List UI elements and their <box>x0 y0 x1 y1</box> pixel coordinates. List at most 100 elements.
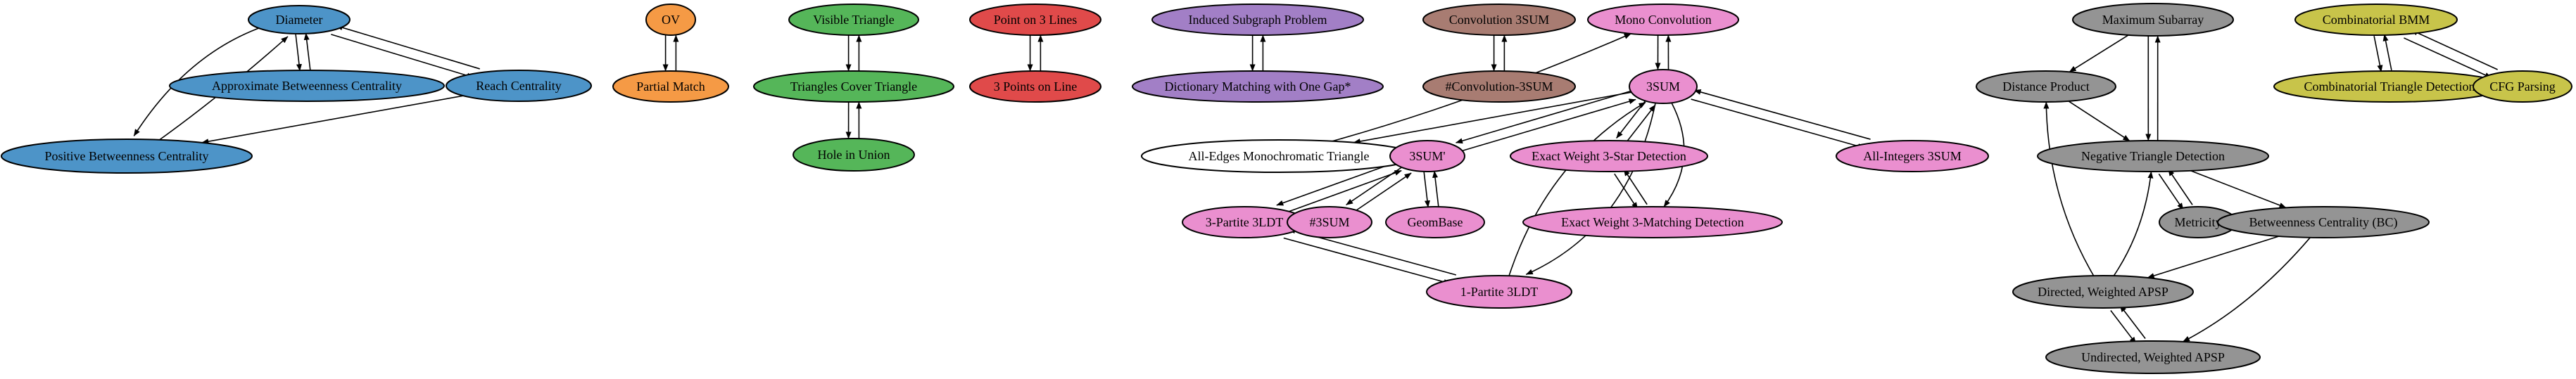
node-aemt: All-Edges Monochromatic Triangle <box>1141 139 1417 173</box>
node-label: Triangles Cover Triangle <box>790 79 917 94</box>
node-ai3: All-Integers 3SUM <box>1836 140 1989 172</box>
node-ew3s: Exact Weight 3-Star Detection <box>1510 140 1708 172</box>
node-ellipse <box>1836 140 1989 172</box>
node-ellipse <box>2037 140 2269 172</box>
node-abc: Approximate Betweenness Centrality <box>169 70 445 102</box>
node-ellipse <box>969 70 1101 103</box>
edge-s3-to-aemt <box>1353 91 1632 144</box>
node-mono: Mono Convolution <box>1587 4 1739 36</box>
node-label: Betweenness Centrality (BC) <box>2249 215 2398 230</box>
edge-arrow <box>2113 171 2154 276</box>
node-label: GeomBase <box>1408 215 1463 229</box>
node-h3s: #3SUM <box>1287 206 1372 238</box>
edge-arrow <box>1623 169 1648 205</box>
node-visible: Visible Triangle <box>788 4 919 36</box>
node-ellipse <box>1422 4 1576 36</box>
node-p3ol: 3 Points on Line <box>969 70 1101 103</box>
node-ellipse <box>753 70 954 103</box>
edge-arrow <box>303 32 311 70</box>
edge-arrow <box>295 34 302 72</box>
edge-abc-to-diameter <box>303 32 311 70</box>
node-p3ldt: 3-Partite 3LDT <box>1182 206 1307 238</box>
edge-uwa-to-dwa <box>2119 304 2146 339</box>
node-diameter: Diameter <box>248 5 351 34</box>
node-ellipse <box>1587 4 1739 36</box>
edge-diameter-to-abc <box>295 34 302 72</box>
edge-s3p-to-h3s <box>1346 165 1405 206</box>
node-dwa: Directed, Weighted APSP <box>2012 275 2194 309</box>
edge-arrow <box>1276 161 1398 206</box>
node-ellipse <box>645 4 696 36</box>
node-ellipse <box>1422 70 1576 103</box>
edge-arrow <box>2404 37 2492 79</box>
node-ellipse <box>1 139 253 174</box>
node-ellipse <box>2072 3 2234 37</box>
node-ellipse <box>1389 140 1465 172</box>
node-label: Induced Subgraph Problem <box>1189 13 1327 27</box>
node-label: #Convolution-3SUM <box>1445 79 1553 94</box>
edge-ew3s-to-ew3m <box>1614 173 1639 210</box>
edge-maxsub-to-dp <box>2069 34 2129 72</box>
edge-arrow <box>1459 98 1636 153</box>
edge-arrow <box>2190 170 2287 209</box>
edge-geom-to-s3p <box>1432 170 1439 207</box>
node-ellipse <box>788 4 919 36</box>
node-label: Point on 3 Lines <box>994 13 1078 27</box>
node-ellipse <box>1426 275 1572 309</box>
node-label: All-Integers 3SUM <box>1863 149 1961 163</box>
node-p3l: Point on 3 Lines <box>969 4 1101 36</box>
node-ellipse <box>1976 70 2116 103</box>
node-label: 3 Points on Line <box>994 79 1078 94</box>
node-label: 3SUM <box>1646 79 1680 94</box>
edge-bc-to-uwa <box>2183 237 2311 342</box>
edge-cbmm-to-cfg <box>2404 37 2492 79</box>
edge-arrow <box>2411 29 2498 70</box>
node-label: Combinatorial Triangle Detection <box>2304 79 2475 94</box>
edge-arrow <box>2158 173 2184 210</box>
edge-arrow <box>1282 169 1402 214</box>
edge-s3p-to-s3 <box>1459 98 1636 153</box>
node-label: Visible Triangle <box>813 13 894 27</box>
node-hole: Hole in Union <box>793 138 915 172</box>
node-ellipse <box>612 70 729 103</box>
node-label: Positive Betweenness Centrality <box>45 149 209 163</box>
node-label: Mono Convolution <box>1615 13 1712 27</box>
edge-arrow <box>2110 309 2137 345</box>
node-ellipse <box>1522 206 1783 238</box>
edge-ew3s-to-s3 <box>1624 104 1656 144</box>
node-label: Combinatorial BMM <box>2323 13 2430 27</box>
edge-arrow <box>331 34 474 79</box>
node-p1: 1-Partite 3LDT <box>1426 275 1572 309</box>
edge-s3p-to-geom <box>1423 172 1430 208</box>
node-pbc: Positive Betweenness Centrality <box>1 139 253 174</box>
edge-dwa-to-dp <box>2043 101 2095 276</box>
edge-ntd-to-bc <box>2190 170 2287 209</box>
edge-arrow <box>2069 34 2129 72</box>
node-label: Hole in Union <box>818 148 890 162</box>
edge-arrow <box>2373 36 2383 72</box>
node-ellipse <box>1287 206 1372 238</box>
edge-reach-to-diameter <box>335 25 480 70</box>
edge-p1-to-s3 <box>1508 101 1646 279</box>
node-label: Exact Weight 3-Matching Detection <box>1561 215 1744 229</box>
node-tct: Triangles Cover Triangle <box>753 70 954 103</box>
edge-arrow <box>335 25 480 70</box>
node-ellipse <box>1510 140 1708 172</box>
node-label: #3SUM <box>1309 215 1349 229</box>
node-isp: Induced Subgraph Problem <box>1151 4 1364 36</box>
node-label: CFG Parsing <box>2489 79 2556 94</box>
edge-p3ldt-to-p1 <box>1283 237 1451 285</box>
node-ellipse <box>2045 340 2261 374</box>
node-dm: Dictionary Matching with One Gap* <box>1132 70 1384 103</box>
edge-arrow <box>1346 165 1405 206</box>
node-label: Exact Weight 3-Star Detection <box>1532 149 1686 163</box>
edge-metric-to-ntd <box>2167 169 2193 205</box>
node-label: Partial Match <box>636 79 705 94</box>
edge-diameter-to-reach <box>331 34 474 79</box>
edge-arrow <box>1353 172 1412 213</box>
node-geom: GeomBase <box>1385 206 1485 238</box>
node-label: Maximum Subarray <box>2102 13 2204 27</box>
edge-ntd-to-metric <box>2158 173 2184 210</box>
edge-arrow <box>2147 236 2280 278</box>
node-label: Dictionary Matching with One Gap* <box>1165 79 1351 94</box>
